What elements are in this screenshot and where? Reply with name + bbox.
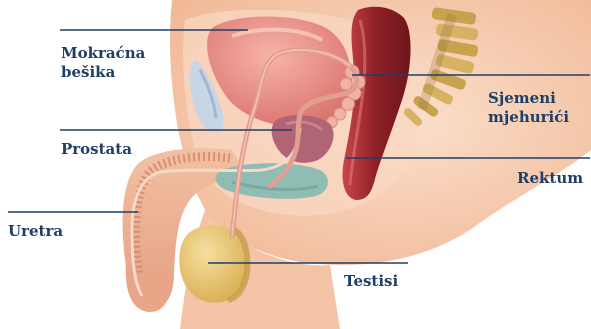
label-bladder: Mokraćna bešika — [61, 44, 145, 82]
label-rectum: Rektum — [517, 169, 583, 188]
label-seminal-vesicles: Sjemeni mjehurići — [488, 89, 569, 127]
label-bladder-line1: Mokraćna — [61, 44, 145, 63]
label-urethra: Uretra — [8, 222, 63, 241]
label-prostate: Prostata — [61, 140, 132, 159]
label-seminal-line2: mjehurići — [488, 108, 569, 127]
label-testes: Testisi — [344, 272, 398, 291]
label-bladder-line2: bešika — [61, 63, 145, 82]
label-seminal-line1: Sjemeni — [488, 89, 569, 108]
